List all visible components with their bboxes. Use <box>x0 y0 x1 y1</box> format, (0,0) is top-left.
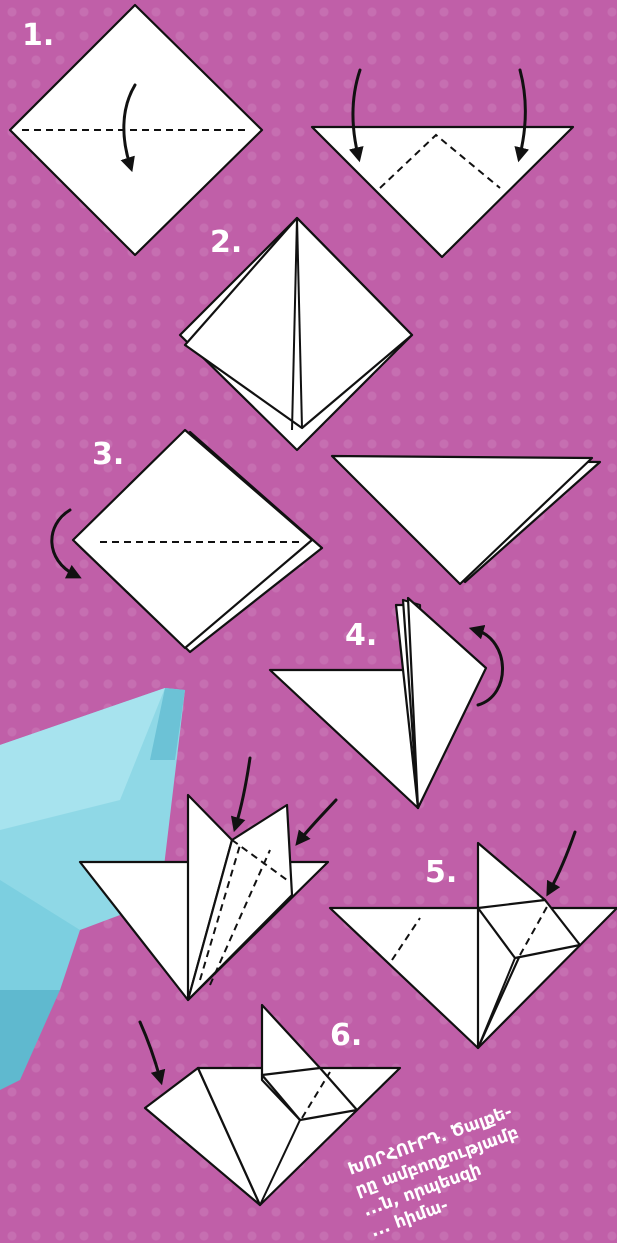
step-number-3: 3. <box>92 437 125 472</box>
origami-diagram <box>0 3 617 1207</box>
step3-triangle <box>330 454 602 586</box>
step6-fold <box>138 1003 402 1207</box>
step-number-1: 1. <box>22 18 55 53</box>
step-number-5: 5. <box>425 855 458 890</box>
blue-crane-photo <box>0 688 185 1090</box>
step3-square <box>50 428 324 654</box>
step-number-4: 4. <box>345 618 378 653</box>
step1-triangle <box>310 68 575 259</box>
step4b-fold <box>78 756 338 1002</box>
step4-fold <box>268 596 504 810</box>
step1-square <box>8 3 264 257</box>
step5-fold <box>328 830 617 1050</box>
step-number-6: 6. <box>330 1018 363 1053</box>
step2-square-base <box>178 216 414 452</box>
step-number-2: 2. <box>210 225 243 260</box>
